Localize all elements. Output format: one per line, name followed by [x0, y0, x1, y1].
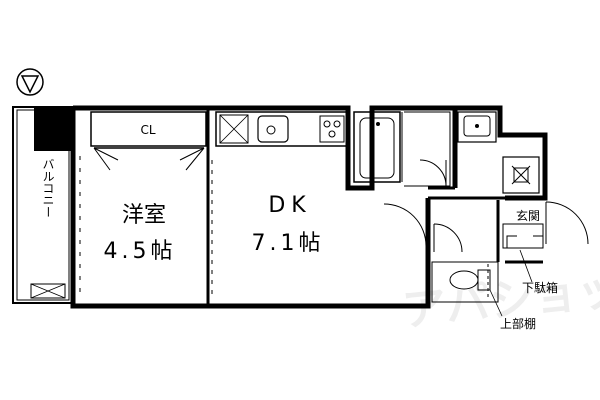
entrance-label: 玄関 — [516, 208, 540, 223]
washing-machine-area — [502, 156, 540, 194]
upper-shelf-leader — [489, 289, 503, 317]
washbasin — [457, 111, 497, 143]
western-room-size: 4.5帖 — [104, 239, 177, 264]
closet — [90, 111, 207, 171]
shoe-box-label: 下駄箱 — [522, 280, 558, 295]
dk-room-size: 7.1帖 — [252, 231, 325, 256]
upper-shelf-label: 上部棚 — [500, 316, 536, 331]
north-arrow-icon — [16, 68, 44, 96]
shoe-box-leader — [519, 249, 533, 283]
balcony-label: バルコニー — [41, 158, 55, 218]
kitchen-counter — [215, 111, 349, 147]
western-room-name: 洋室 — [122, 203, 166, 228]
entrance — [502, 223, 544, 264]
bathroom — [353, 111, 451, 187]
structural-column — [34, 107, 72, 151]
hallway — [383, 186, 589, 262]
dk-room-name: DK — [268, 193, 311, 218]
closet-label: CL — [140, 123, 155, 137]
toilet — [431, 261, 499, 303]
